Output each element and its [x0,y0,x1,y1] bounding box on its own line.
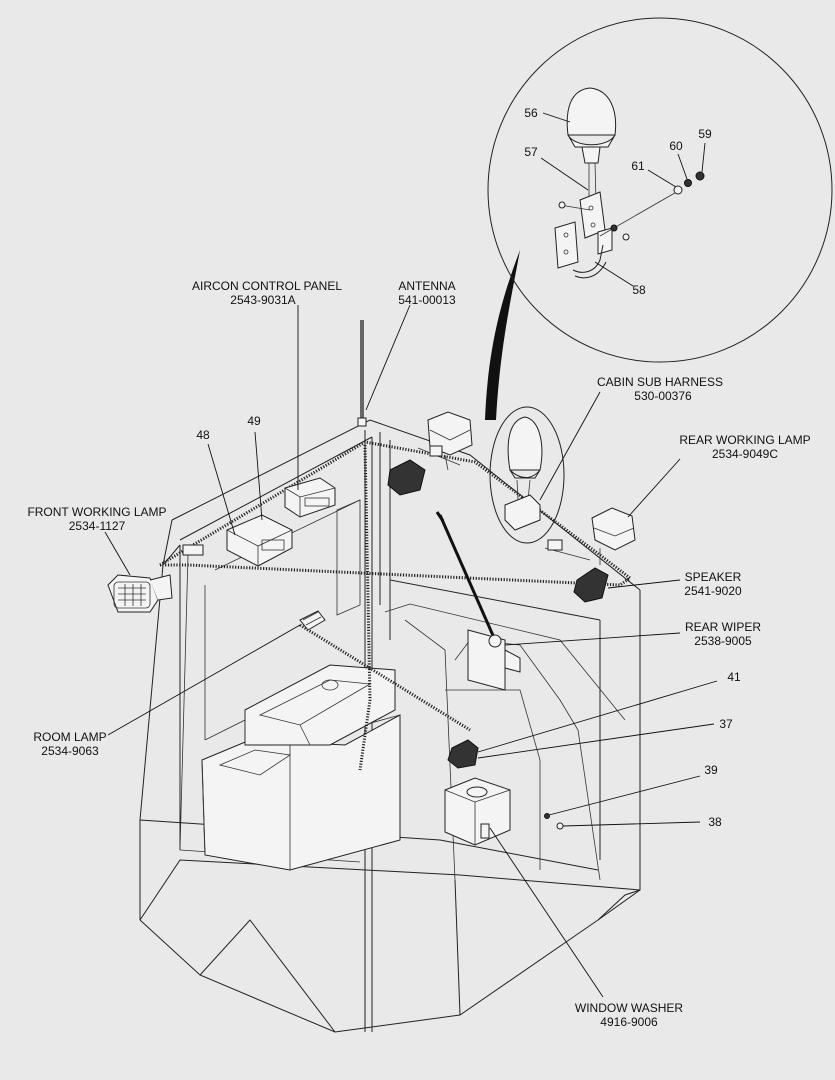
callout-41: 41 [727,670,741,684]
window-washer-pn-label: 4916-9006 [600,1015,658,1029]
callout-61: 61 [631,159,645,173]
callout-56: 56 [524,106,538,120]
rear-working-lamp-right [544,507,636,565]
seat-console [201,664,401,871]
front-working-lamp-pn-label: 2534-1127 [69,519,126,533]
rear-working-lamp-name-label: REAR WORKING LAMP [679,433,810,447]
zoom-connector [485,250,520,420]
harness-drop [358,444,372,771]
callout-59: 59 [698,127,712,141]
aircon-pn-label: 2543-9031A [230,293,295,307]
rear-working-lamp-top [387,411,473,496]
beacon-zoom-circle [487,17,833,363]
beacon-ring-small [489,406,565,544]
antenna-name-label: ANTENNA [398,279,455,293]
leader-lines [104,112,718,998]
aircon-control-panel [284,477,336,518]
callout-37: 37 [719,717,733,731]
callout-60: 60 [669,139,683,153]
cabin-harness-pn-label: 530-00376 [634,389,692,403]
speaker [573,567,609,603]
room-lamp-name-label: ROOM LAMP [33,730,106,744]
callout-49: 49 [247,414,261,428]
rear-wiper [435,511,521,691]
callout-38: 38 [708,815,722,829]
antenna [357,320,367,427]
cabin-sub-harness [159,440,633,587]
labels: AIRCON CONTROL PANEL 2543-9031A ANTENNA … [27,106,810,1029]
window-washer [444,739,564,846]
callout-48: 48 [196,428,210,442]
room-lamp-pn-label: 2534-9063 [41,744,99,758]
radio-unit [226,514,293,567]
aircon-name-label: AIRCON CONTROL PANEL [192,279,342,293]
speaker-pn-label: 2541-9020 [684,584,742,598]
front-working-lamp-name-label: FRONT WORKING LAMP [27,505,166,519]
rear-wiper-pn-label: 2538-9005 [694,634,752,648]
callout-39: 39 [704,763,718,777]
front-working-lamp [107,544,204,613]
rear-wiper-name-label: REAR WIPER [685,620,761,634]
antenna-pn-label: 541-00013 [398,293,456,307]
callout-58: 58 [632,283,646,297]
window-washer-name-label: WINDOW WASHER [575,1001,684,1015]
rear-working-lamp-pn-label: 2534-9049C [712,447,778,461]
room-lamp [299,610,326,631]
callout-57: 57 [524,145,538,159]
speaker-name-label: SPEAKER [685,570,742,584]
cabin-harness-name-label: CABIN SUB HARNESS [597,375,723,389]
